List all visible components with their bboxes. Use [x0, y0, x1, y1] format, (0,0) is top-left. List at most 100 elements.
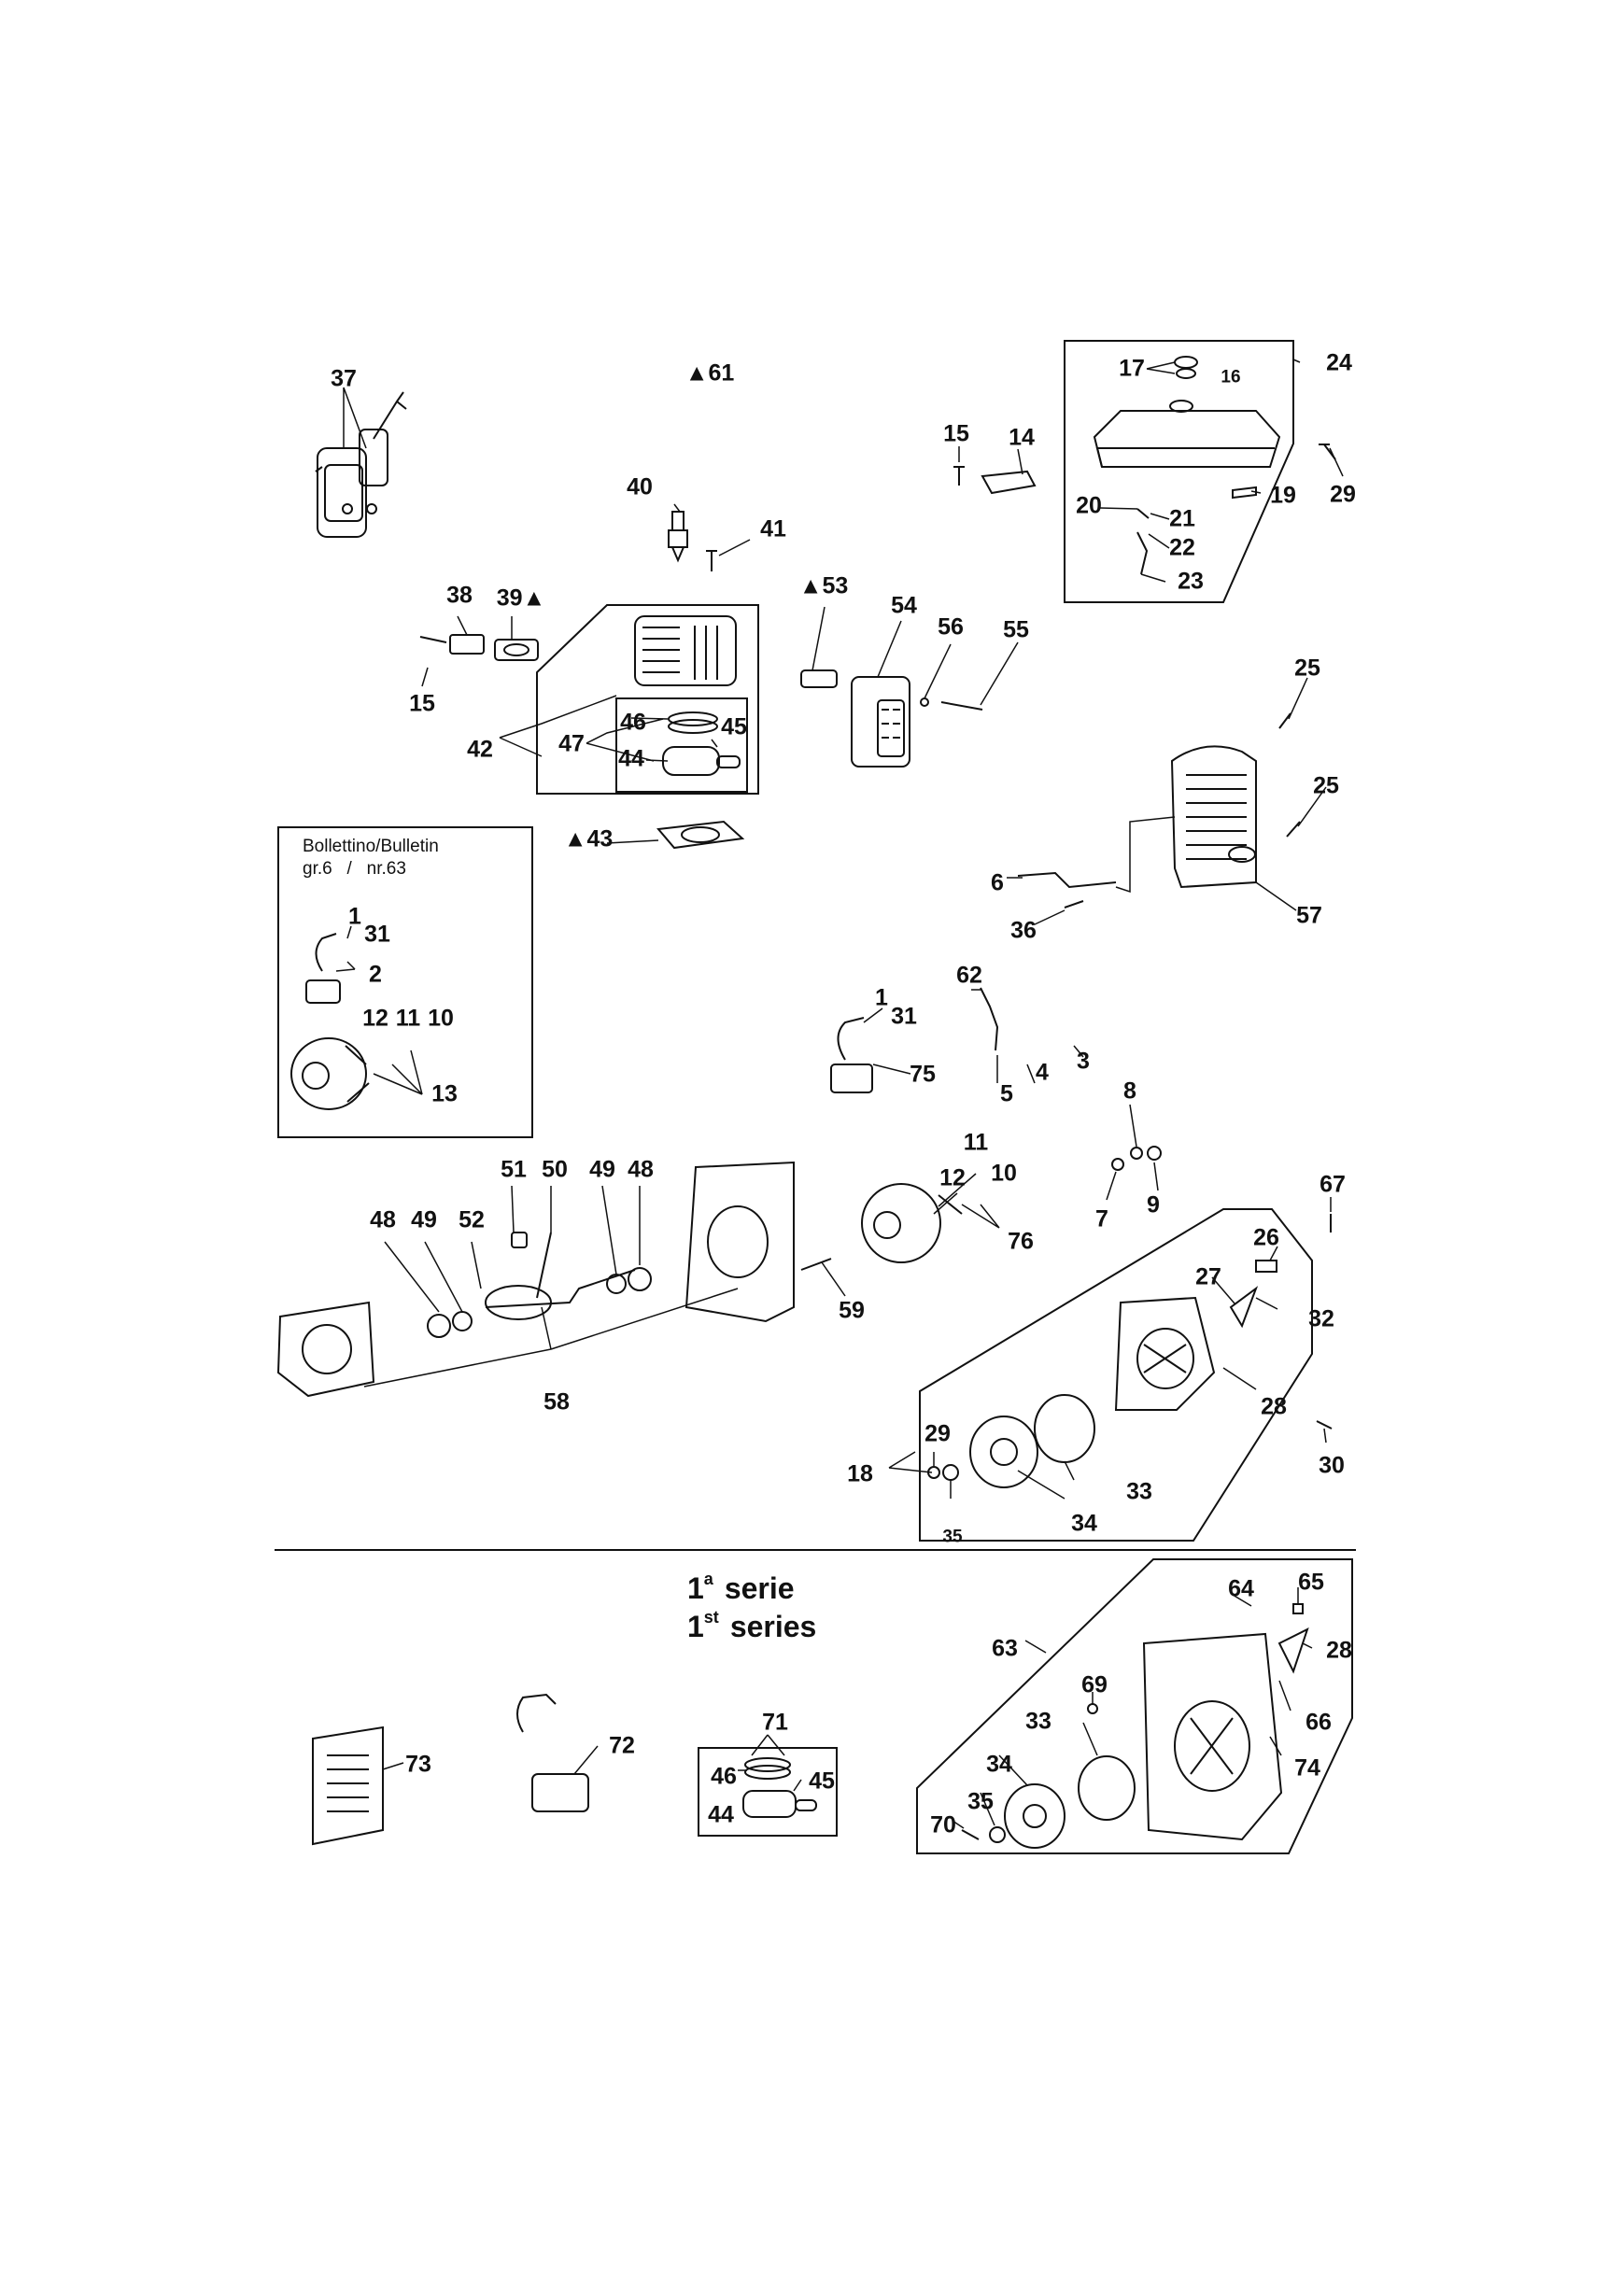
- spring-33-drawing: [1034, 1394, 1095, 1463]
- fan-shroud-drawing: [1170, 745, 1257, 889]
- cylinder-group-frame: [536, 604, 759, 795]
- washer-35a-drawing: [942, 1464, 959, 1481]
- callout-bulletin-12: 12: [362, 1005, 388, 1032]
- bearing-49a-drawing: [452, 1311, 473, 1331]
- callout-59: 59: [839, 1297, 865, 1324]
- bulletin-flywheel-drawing: [290, 1037, 370, 1110]
- callout-55: 55: [1003, 616, 1029, 643]
- bearing-49b-drawing: [606, 1274, 627, 1294]
- callout-5: 5: [1000, 1080, 1013, 1107]
- screw-65-drawing: [1292, 1603, 1304, 1614]
- washer-35b-drawing: [989, 1826, 1006, 1843]
- callout-45a: 45: [721, 713, 747, 740]
- muffler-drawing: [800, 669, 910, 768]
- callout-44a: 44: [618, 745, 644, 772]
- callout-bulletin-31: 31: [364, 921, 390, 948]
- callout-bulletin-10: 10: [428, 1005, 454, 1032]
- callout-66: 66: [1305, 1709, 1332, 1736]
- callout-33b: 33: [1025, 1708, 1051, 1735]
- part-26-drawing: [1255, 1260, 1277, 1273]
- handle-28b-drawing: [1277, 1627, 1309, 1674]
- screw-41-drawing: [706, 550, 717, 571]
- spark-plug-drawing: [668, 511, 688, 563]
- callout-32: 32: [1308, 1305, 1334, 1332]
- callout-75: 75: [910, 1061, 936, 1088]
- callout-bulletin-2: 2: [369, 961, 382, 988]
- piston-71-drawing: [742, 1757, 817, 1818]
- callout-46b: 46: [711, 1763, 737, 1790]
- callout-72: 72: [609, 1732, 635, 1759]
- callout-28a: 28: [1261, 1393, 1287, 1420]
- callout-52: 52: [459, 1206, 485, 1233]
- callout-51: 51: [501, 1156, 527, 1183]
- bolt-55-drawing: [940, 701, 983, 711]
- callout-44b: 44: [708, 1801, 734, 1828]
- callout-15b: 15: [943, 420, 969, 447]
- first-series-starter-frame: [916, 1558, 1353, 1854]
- callout-49a: 49: [589, 1156, 615, 1183]
- callout-4: 4: [1036, 1059, 1049, 1086]
- callout-67: 67: [1320, 1171, 1346, 1198]
- callout-bulletin-1: 1: [348, 903, 361, 930]
- callout-74: 74: [1294, 1754, 1320, 1782]
- ignition-wire-drawing: [980, 987, 999, 1051]
- callout-9: 9: [1147, 1191, 1160, 1218]
- crankshaft-drawing: [485, 1232, 636, 1320]
- base-gasket-drawing: [656, 820, 745, 850]
- callout-43: ▲43: [563, 825, 614, 852]
- callout-6: 6: [991, 869, 1004, 896]
- callout-34a: 34: [1071, 1510, 1097, 1537]
- callout-22: 22: [1169, 534, 1195, 561]
- callout-39: 39▲: [496, 585, 546, 612]
- carburetor-drawing: [315, 391, 407, 538]
- callout-1: 1: [875, 984, 888, 1011]
- washer-8-drawing: [1130, 1147, 1143, 1160]
- callout-bulletin-11: 11: [395, 1005, 421, 1032]
- screw-30-drawing: [1316, 1420, 1333, 1430]
- callout-49b: 49: [411, 1206, 437, 1233]
- callout-28b: 28: [1326, 1637, 1352, 1664]
- screw-15-drawing: [953, 466, 965, 486]
- bracket-14-drawing: [981, 470, 1037, 495]
- screw-36-drawing: [1064, 900, 1084, 909]
- callout-29a: 29: [1330, 481, 1356, 508]
- callout-45b: 45: [809, 1768, 835, 1795]
- callout-35a: 35: [942, 1527, 963, 1547]
- callout-53: ▲53: [798, 572, 849, 599]
- callout-69: 69: [1081, 1671, 1108, 1698]
- callout-47: 47: [558, 730, 585, 757]
- callout-73: 73: [405, 1751, 431, 1778]
- callout-48a: 48: [628, 1156, 654, 1183]
- callout-33a: 33: [1126, 1478, 1152, 1505]
- callout-40: 40: [627, 473, 653, 500]
- callout-64: 64: [1228, 1575, 1254, 1602]
- callout-61: ▲61: [684, 359, 735, 387]
- spring-33b-drawing: [1078, 1755, 1136, 1821]
- fuel-tank-drawing: [1093, 356, 1281, 575]
- recoil-group-frame: [919, 1208, 1313, 1542]
- screw-25a-drawing: [1278, 712, 1291, 729]
- bracket-6-drawing: [1017, 871, 1117, 889]
- washer-56-drawing: [920, 697, 929, 707]
- part-69-drawing: [1087, 1703, 1098, 1714]
- bearing-48a-drawing: [427, 1314, 451, 1338]
- callout-10: 10: [991, 1160, 1017, 1187]
- callout-29b: 29: [924, 1420, 951, 1447]
- callout-50: 50: [542, 1156, 568, 1183]
- bearing-48b-drawing: [628, 1267, 652, 1291]
- callout-36: 36: [1010, 917, 1037, 944]
- bolt-59-drawing: [800, 1258, 832, 1271]
- bulletin-ref: gr.6 / nr.63: [303, 859, 406, 879]
- callout-48b: 48: [370, 1206, 396, 1233]
- leader-lines: [335, 359, 1344, 1829]
- callout-38: 38: [446, 582, 473, 609]
- callout-17: 17: [1119, 355, 1145, 382]
- crankcase-drawing: [684, 1161, 795, 1323]
- callout-57: 57: [1296, 902, 1322, 929]
- callout-25b: 25: [1313, 772, 1339, 799]
- crankcase-half-drawing: [276, 1301, 375, 1398]
- callout-7: 7: [1095, 1205, 1108, 1233]
- callout-23: 23: [1178, 568, 1204, 595]
